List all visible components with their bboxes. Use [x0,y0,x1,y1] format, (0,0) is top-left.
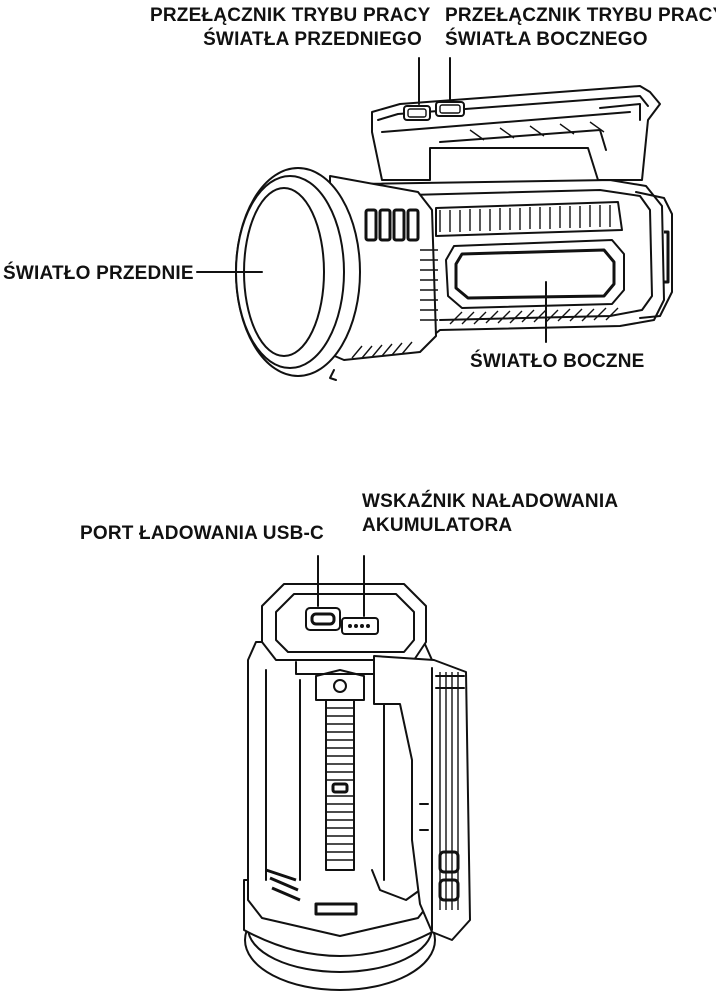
leaders-bottom [317,555,365,617]
label-charge-indicator-line2: AKUMULATORA [362,515,513,536]
side-handle [373,655,471,941]
leaders-top [196,57,547,343]
label-charge-indicator: WSKAŹNIK NAŁADOWANIA AKUMULATORA [362,490,618,538]
side-view-flashlight [196,57,673,381]
label-side-switch-line2: ŚWIATŁA BOCZNEGO [445,29,648,50]
collar [329,175,438,361]
label-charge-indicator-line1: WSKAŹNIK NAŁADOWANIA [362,491,619,512]
front-switch-button [403,105,431,121]
label-front-switch: PRZEŁĄCZNIK TRYBU PRACY ŚWIATŁA PRZEDNIE… [150,4,431,52]
label-side-switch: PRZEŁĄCZNIK TRYBU PRACY ŚWIATŁA BOCZNEGO [445,4,716,52]
label-front-switch-line2: ŚWIATŁA PRZEDNIEGO [203,29,422,50]
cylinder-body [247,641,433,937]
side-switch-button [435,101,465,117]
label-front-switch-line1: PRZEŁĄCZNIK TRYBU PRACY [150,5,431,26]
rear-view-flashlight [243,555,471,991]
charge-indicator [341,617,379,635]
label-usb-port: PORT ŁADOWANIA USB-C [80,523,324,544]
handle [371,85,661,181]
label-side-light: ŚWIATŁO BOCZNE [470,351,645,372]
front-lens [235,167,361,381]
label-front-light: ŚWIATŁO PRZEDNIE [3,263,194,284]
label-side-switch-line1: PRZEŁĄCZNIK TRYBU PRACY [445,5,716,26]
usb-c-port [305,607,341,631]
